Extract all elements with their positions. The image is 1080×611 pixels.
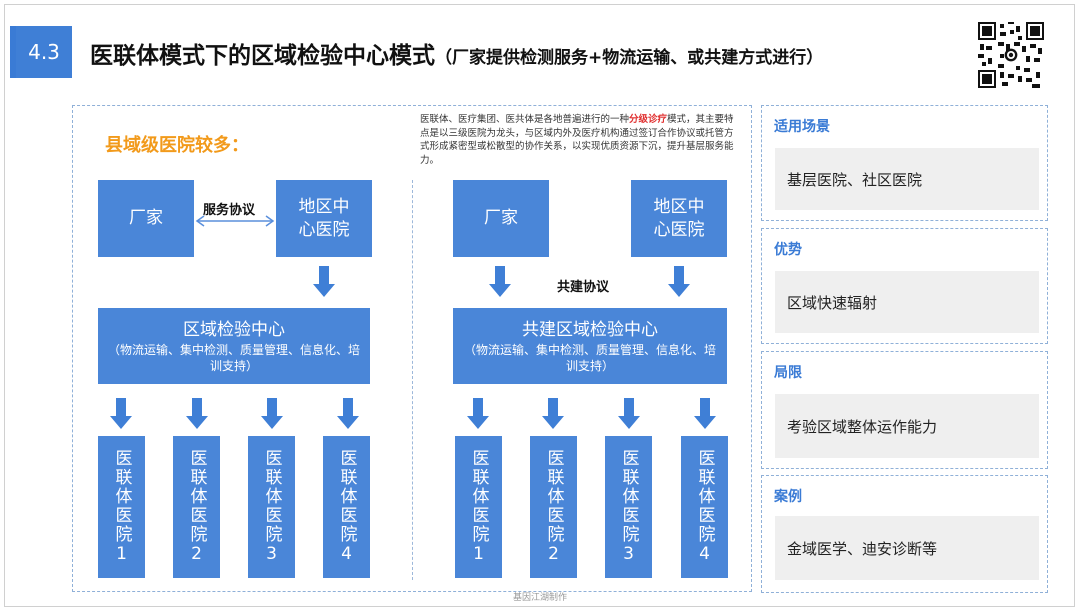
right-joint-lab-center-box: 共建区域检验中心 （物流运输、集中检测、质量管理、信息化、培训支持） <box>453 308 727 384</box>
card-advantage: 优势 区域快速辐射 <box>761 228 1048 344</box>
down-arrow-icon <box>668 266 690 297</box>
definition-note: 医联体、医疗集团、医共体是各地普遍进行的一种分级诊疗模式，其主要特点是以三级医院… <box>420 113 742 167</box>
member-label: 医联体医院2 <box>186 448 207 566</box>
member-label: 医联体医院2 <box>543 448 564 566</box>
card-title: 案例 <box>774 489 802 505</box>
title-main: 医联体模式下的区域检验中心模式 <box>90 43 435 69</box>
qr-code-icon <box>978 22 1044 88</box>
note-highlight: 分级诊疗 <box>629 114 668 125</box>
down-arrow-icon <box>467 398 489 429</box>
right-member-hospital-3: 医联体医院3 <box>605 436 652 578</box>
member-label: 医联体医院4 <box>336 448 357 566</box>
card-title: 适用场景 <box>774 119 830 135</box>
footer-credit: 基因江湖制作 <box>512 593 567 603</box>
right-member-hospital-1: 医联体医院1 <box>455 436 502 578</box>
down-arrow-icon <box>694 398 716 429</box>
card-case: 案例 金域医学、迪安诊断等 <box>761 475 1048 593</box>
member-label: 医联体医院4 <box>694 448 715 566</box>
header-accent-bar <box>10 26 16 78</box>
card-body: 金域医学、迪安诊断等 <box>775 516 1039 580</box>
card-body: 区域快速辐射 <box>775 271 1039 333</box>
left-center-detail: （物流运输、集中检测、质量管理、信息化、培训支持） <box>107 342 360 373</box>
card-title: 优势 <box>774 242 802 258</box>
card-title: 局限 <box>774 365 802 381</box>
card-body: 基层医院、社区医院 <box>775 148 1039 210</box>
left-regional-hospital-box: 地区中心医院 <box>276 180 372 257</box>
double-arrow-icon <box>195 215 275 227</box>
left-center-title: 区域检验中心 <box>183 319 285 340</box>
note-text-1: 医联体、医疗集团、医共体是各地普遍进行的一种 <box>420 114 630 125</box>
right-center-title: 共建区域检验中心 <box>522 319 658 340</box>
left-vendor-label: 厂家 <box>129 208 163 228</box>
card-scenario: 适用场景 基层医院、社区医院 <box>761 105 1048 221</box>
slide-frame <box>4 4 1075 607</box>
right-member-hospital-4: 医联体医院4 <box>681 436 728 578</box>
left-vendor-box: 厂家 <box>98 180 194 257</box>
right-member-hospital-2: 医联体医院2 <box>530 436 577 578</box>
right-vendor-label: 厂家 <box>484 208 518 228</box>
diagram-subheading: 县域级医院较多： <box>105 135 249 156</box>
down-arrow-icon <box>542 398 564 429</box>
card-body: 考验区域整体运作能力 <box>775 394 1039 458</box>
left-agreement-label: 服务协议 <box>203 203 256 218</box>
member-label: 医联体医院1 <box>111 448 132 566</box>
down-arrow-icon <box>618 398 640 429</box>
right-regional-hospital-box: 地区中心医院 <box>631 180 727 257</box>
right-regional-hospital-label: 地区中心医院 <box>653 196 705 240</box>
title-subtitle: （厂家提供检测服务+物流运输、或共建方式进行） <box>435 48 824 68</box>
member-label: 医联体医院3 <box>261 448 282 566</box>
left-regional-lab-center-box: 区域检验中心 （物流运输、集中检测、质量管理、信息化、培训支持） <box>98 308 370 384</box>
down-arrow-icon <box>261 398 283 429</box>
diagram-divider <box>412 180 413 580</box>
down-arrow-icon <box>313 266 335 297</box>
section-number: 4.3 <box>16 26 72 78</box>
down-arrow-icon <box>186 398 208 429</box>
down-arrow-icon <box>337 398 359 429</box>
left-regional-hospital-label: 地区中心医院 <box>298 196 350 240</box>
member-label: 医联体医院3 <box>618 448 639 566</box>
right-center-detail: （物流运输、集中检测、质量管理、信息化、培训支持） <box>463 342 716 373</box>
left-member-hospital-1: 医联体医院1 <box>98 436 145 578</box>
member-label: 医联体医院1 <box>468 448 489 566</box>
down-arrow-icon <box>489 266 511 297</box>
down-arrow-icon <box>110 398 132 429</box>
card-limitation: 局限 考验区域整体运作能力 <box>761 351 1048 469</box>
left-member-hospital-4: 医联体医院4 <box>323 436 370 578</box>
left-member-hospital-3: 医联体医院3 <box>248 436 295 578</box>
page-title: 医联体模式下的区域检验中心模式（厂家提供检测服务+物流运输、或共建方式进行） <box>90 36 823 70</box>
left-member-hospital-2: 医联体医院2 <box>173 436 220 578</box>
right-vendor-box: 厂家 <box>453 180 549 257</box>
right-agreement-label: 共建协议 <box>557 280 610 295</box>
note-text-2: 模式，其主要特点是以三级医院为龙头，与区域内外及医疗机构通过签订合作协议或托管方… <box>420 114 734 166</box>
diagram-panel <box>72 105 752 592</box>
